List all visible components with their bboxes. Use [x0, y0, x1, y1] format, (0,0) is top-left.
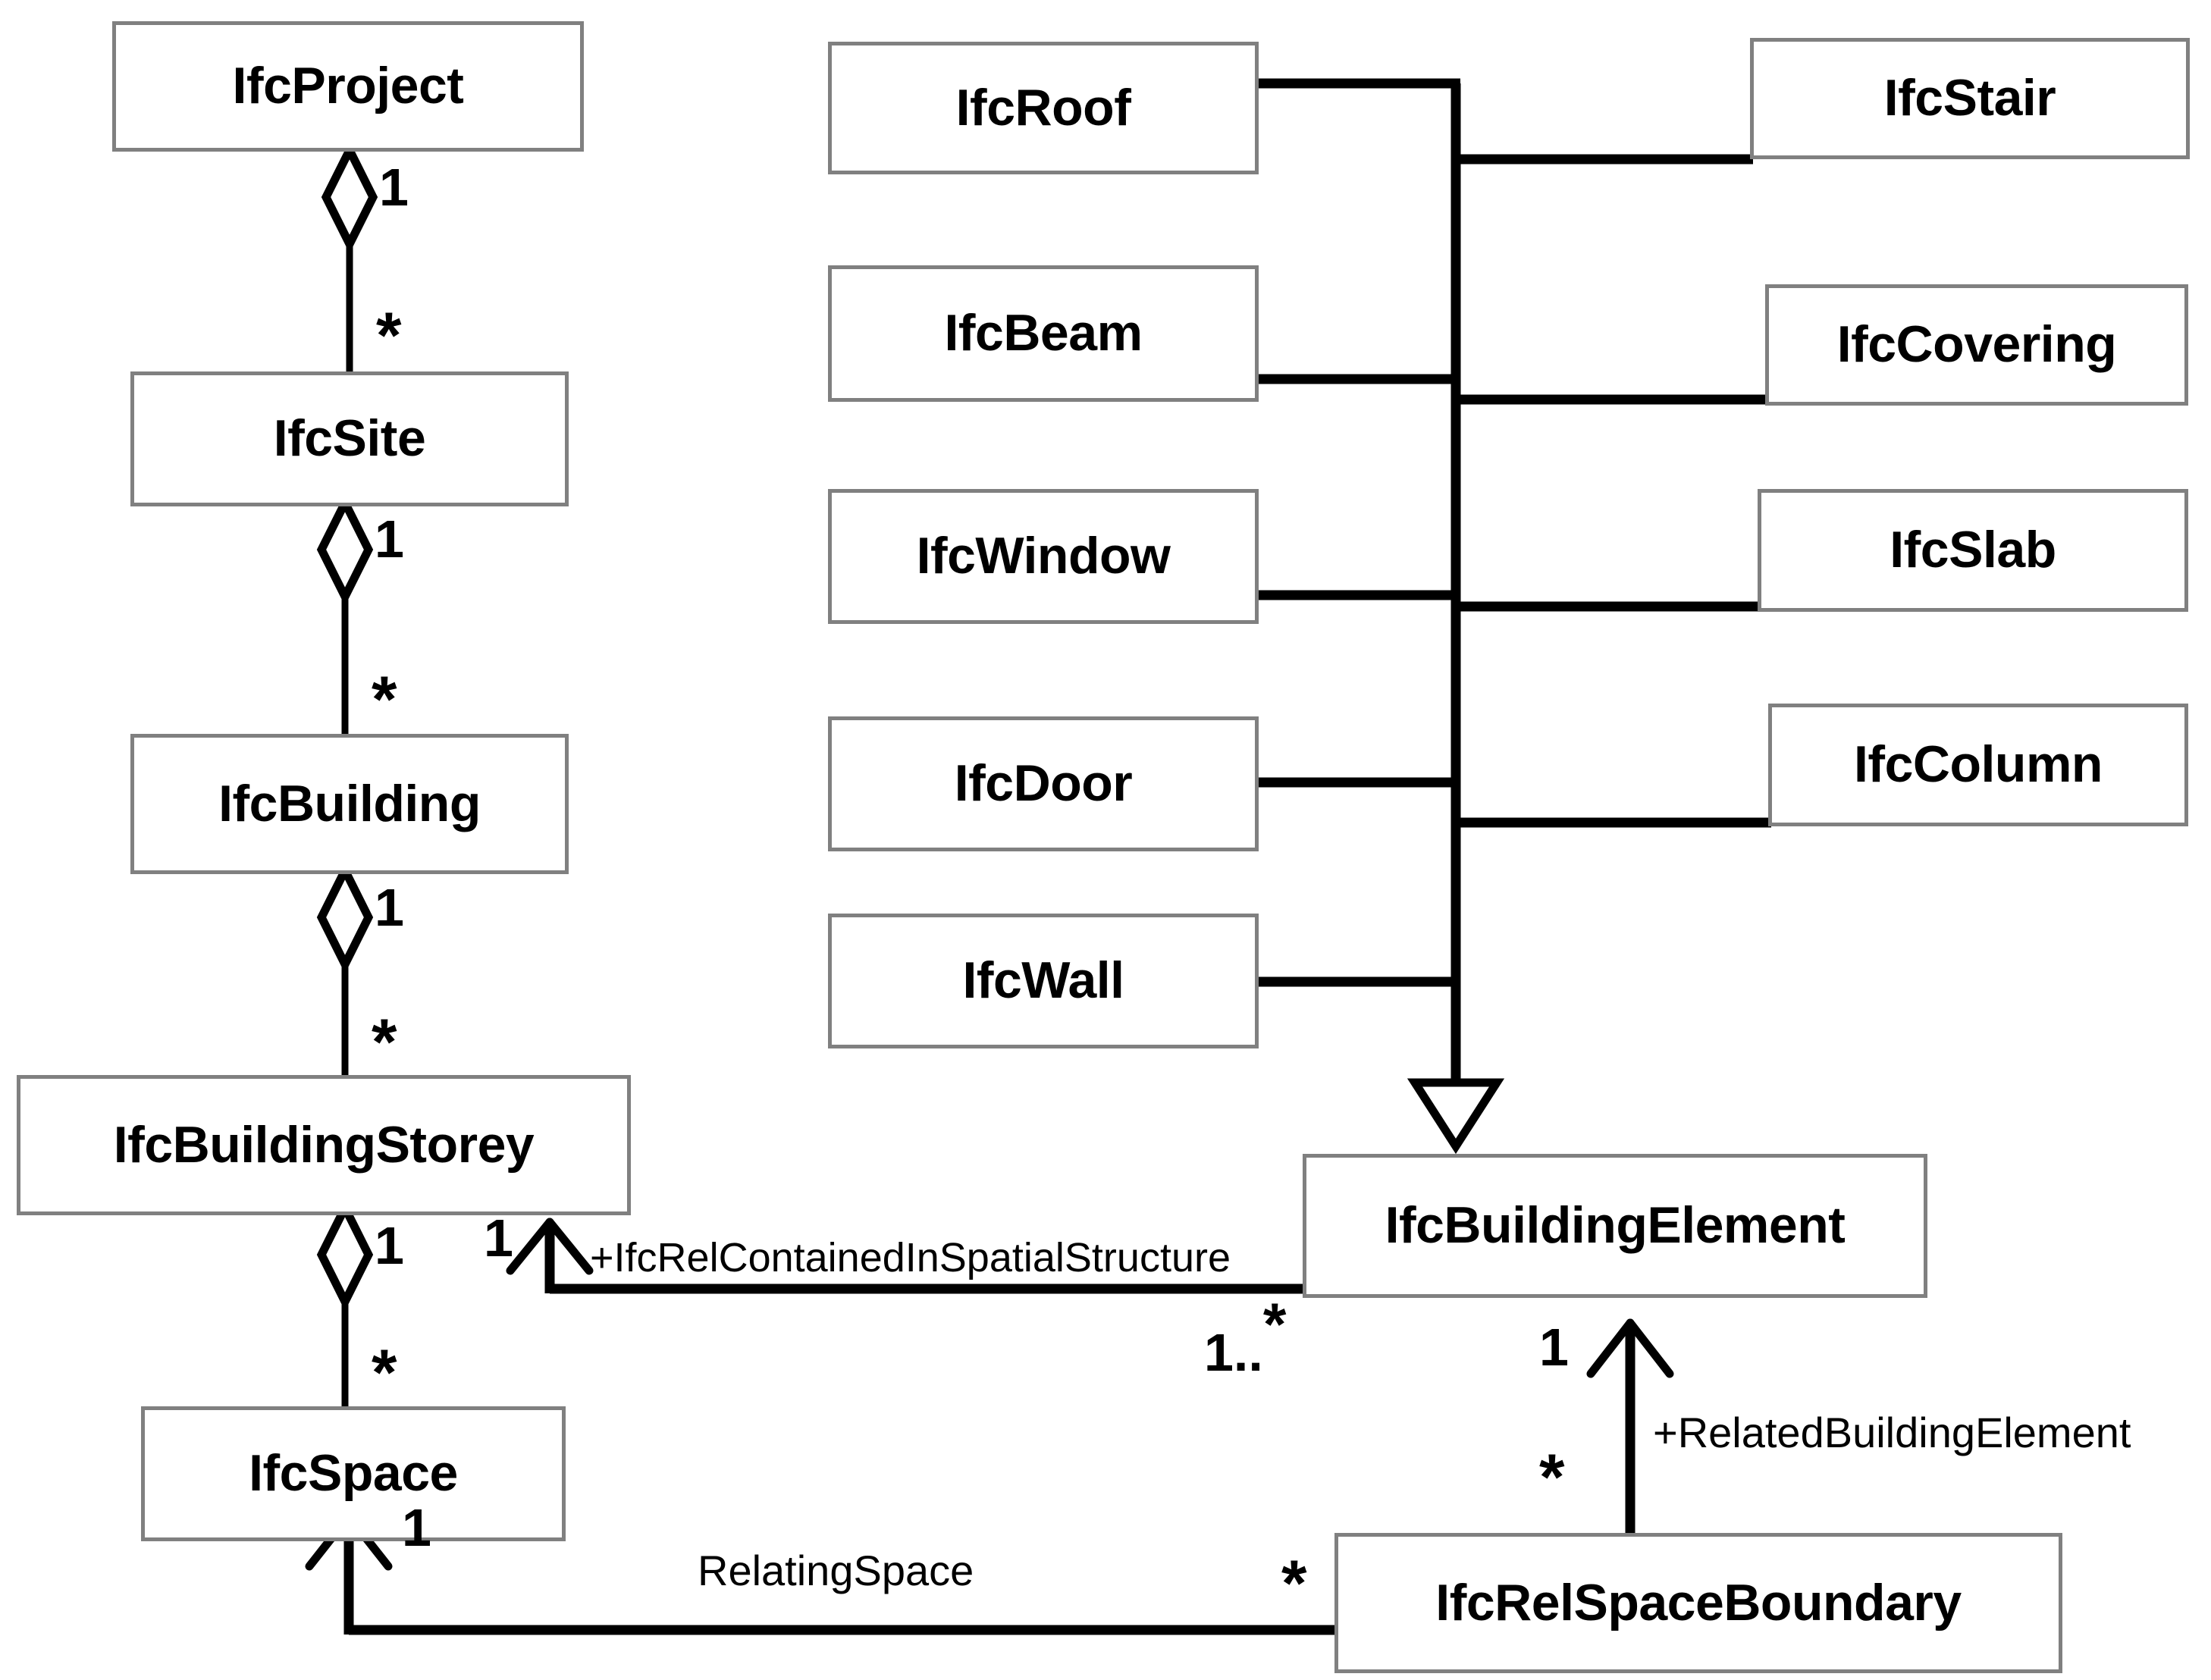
multiplicity-building-storey-many: * [372, 1006, 397, 1079]
class-box-ifc-building-storey[interactable]: IfcBuildingStorey [17, 1075, 631, 1215]
class-box-ifc-site[interactable]: IfcSite [130, 371, 569, 506]
multiplicity-element-contained-range: 1..* [1204, 1295, 1286, 1382]
multiplicity-storey-space-one: 1 [375, 1216, 404, 1275]
multiplicity-building-storey-one: 1 [375, 878, 404, 937]
class-name-ifc-building-storey: IfcBuildingStorey [113, 1115, 535, 1174]
class-name-ifc-rel-space-boundary: IfcRelSpaceBoundary [1435, 1573, 1962, 1631]
multiplicity-range-base: 1.. [1204, 1323, 1263, 1382]
class-box-ifc-beam[interactable]: IfcBeam [828, 265, 1259, 402]
class-name-ifc-covering: IfcCovering [1836, 315, 2117, 374]
class-box-ifc-window[interactable]: IfcWindow [828, 489, 1259, 624]
class-box-ifc-column[interactable]: IfcColumn [1768, 704, 2188, 826]
class-name-ifc-building-element: IfcBuildingElement [1385, 1196, 1846, 1255]
assoc-label-related-building-element: +RelatedBuildingElement [1653, 1409, 2131, 1456]
multiplicity-storey-contained-one: 1 [484, 1208, 513, 1268]
class-box-ifc-door[interactable]: IfcDoor [828, 716, 1259, 851]
multiplicity-storey-space-many: * [372, 1337, 397, 1409]
multiplicity-site-building-many: * [372, 663, 397, 736]
multiplicity-project-site-many: * [376, 299, 402, 372]
class-box-ifc-wall[interactable]: IfcWall [828, 914, 1259, 1048]
class-box-ifc-space[interactable]: IfcSpace [141, 1406, 566, 1541]
class-name-ifc-door: IfcDoor [954, 754, 1133, 813]
class-box-ifc-building-element[interactable]: IfcBuildingElement [1303, 1154, 1927, 1298]
class-name-ifc-window: IfcWindow [916, 527, 1171, 585]
multiplicity-element-related-one: 1 [1539, 1318, 1569, 1377]
assoc-label-rel-contained-in-spatial-structure: +IfcRelContainedInSpatialStructure [590, 1235, 1231, 1280]
class-name-ifc-roof: IfcRoof [955, 78, 1131, 136]
class-name-ifc-project: IfcProject [232, 57, 464, 115]
class-box-ifc-rel-space-boundary[interactable]: IfcRelSpaceBoundary [1334, 1533, 2062, 1673]
class-box-ifc-roof[interactable]: IfcRoof [828, 42, 1259, 174]
multiplicity-space-relating-one: 1 [402, 1498, 431, 1557]
class-box-ifc-building[interactable]: IfcBuilding [130, 734, 569, 874]
multiplicity-boundary-relating-many: * [1281, 1547, 1307, 1620]
class-box-ifc-project[interactable]: IfcProject [112, 21, 584, 152]
class-name-ifc-slab: IfcSlab [1890, 521, 2056, 579]
multiplicity-range-star: * [1262, 1291, 1287, 1358]
class-name-ifc-column: IfcColumn [1854, 735, 2103, 794]
class-name-ifc-wall: IfcWall [962, 951, 1124, 1010]
multiplicity-site-building-one: 1 [375, 509, 404, 569]
multiplicity-boundary-related-many: * [1539, 1441, 1565, 1514]
class-name-ifc-stair: IfcStair [1883, 69, 2056, 127]
class-name-ifc-site: IfcSite [273, 409, 426, 468]
class-name-ifc-beam: IfcBeam [944, 304, 1143, 362]
class-box-ifc-covering[interactable]: IfcCovering [1765, 284, 2188, 406]
class-box-ifc-slab[interactable]: IfcSlab [1758, 489, 2188, 612]
class-box-ifc-stair[interactable]: IfcStair [1750, 38, 2190, 159]
class-name-ifc-building: IfcBuilding [218, 774, 481, 832]
multiplicity-project-site-one: 1 [379, 158, 409, 217]
class-name-ifc-space: IfcSpace [249, 1444, 458, 1503]
assoc-label-relating-space: RelatingSpace [698, 1547, 974, 1594]
